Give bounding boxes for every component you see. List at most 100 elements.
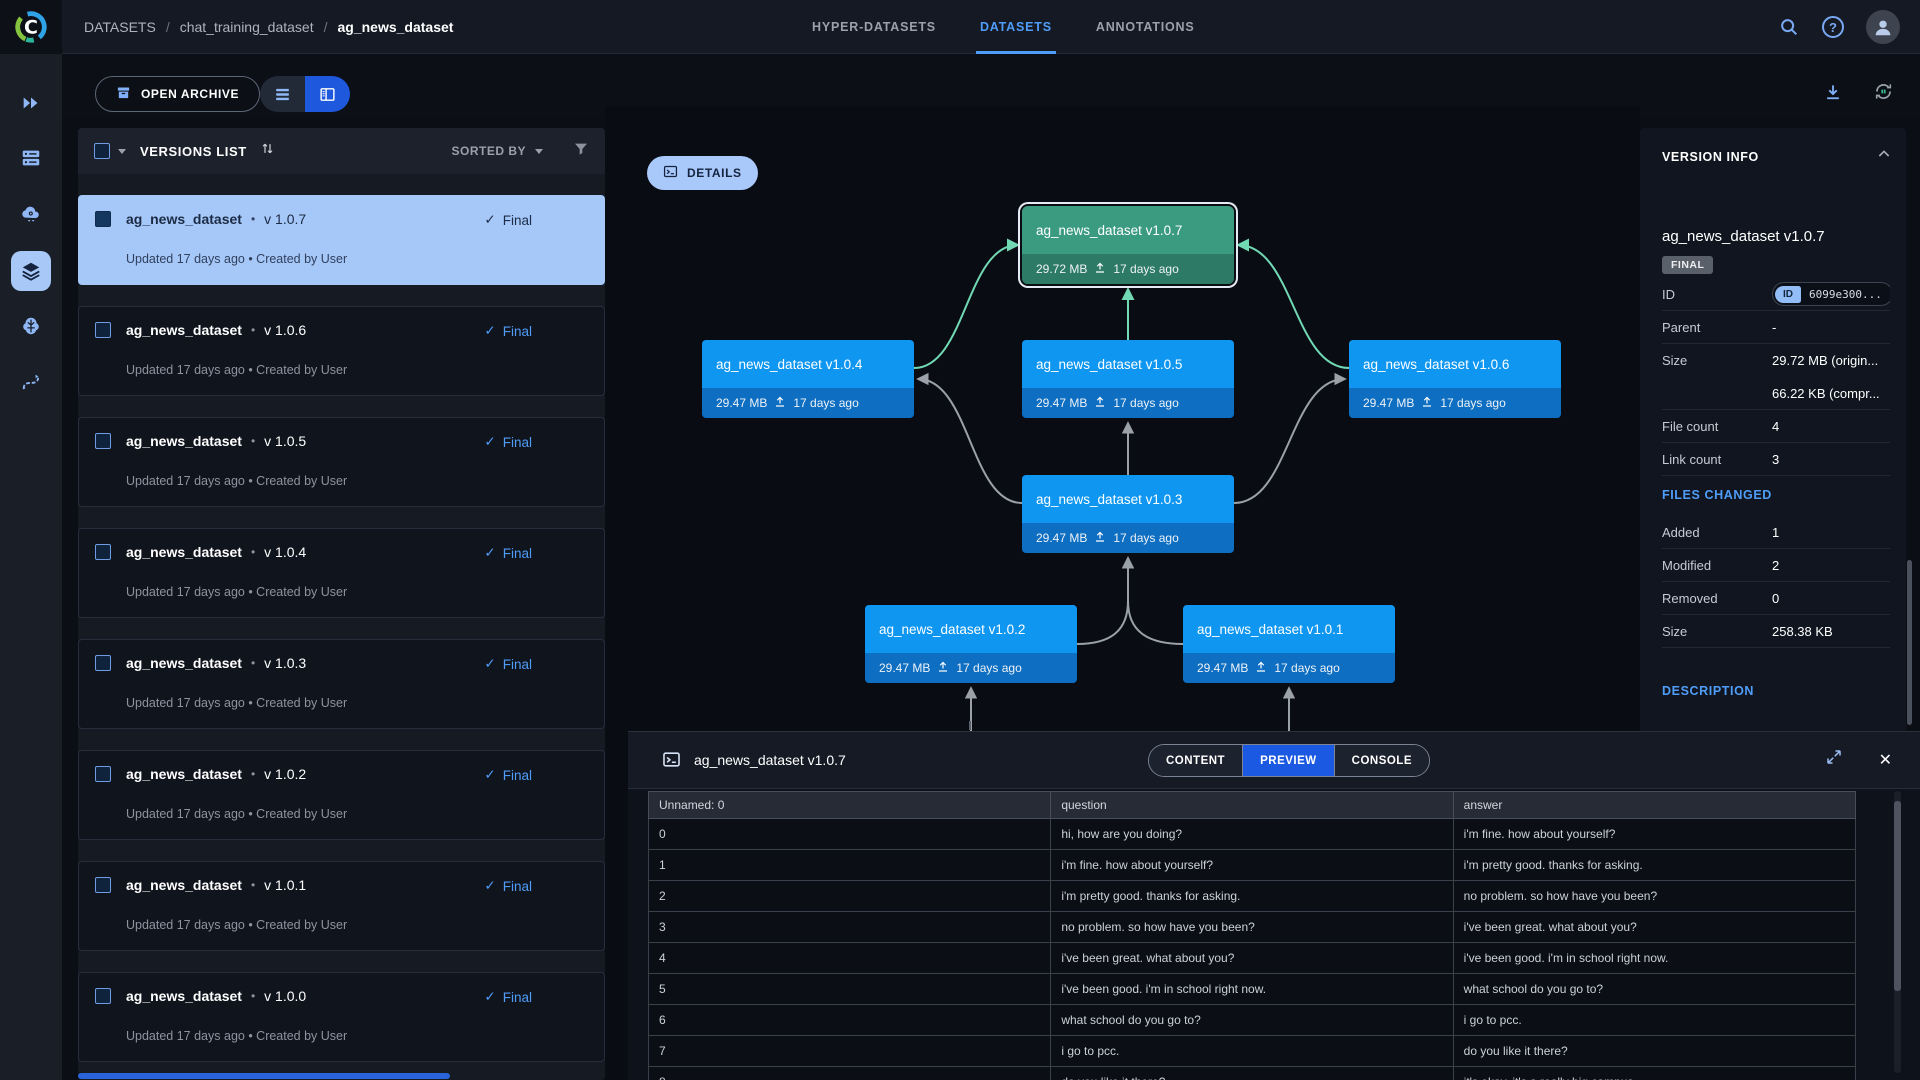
- final-status: ✓Final: [484, 878, 532, 894]
- preview-tab-content[interactable]: CONTENT: [1149, 745, 1243, 776]
- table-scrollbar-thumb[interactable]: [1894, 801, 1901, 991]
- preview-tab-console[interactable]: CONSOLE: [1333, 745, 1430, 776]
- final-label: Final: [502, 434, 532, 450]
- details-button[interactable]: DETAILS: [647, 156, 758, 190]
- models-icon[interactable]: [11, 306, 51, 346]
- node-label: ag_news_dataset v1.0.4: [702, 340, 914, 388]
- id-value: 6099e300...: [1809, 287, 1882, 301]
- getting-started-icon[interactable]: [11, 83, 51, 123]
- applications-icon[interactable]: [11, 194, 51, 234]
- info-label: ID: [1662, 286, 1675, 302]
- help-icon[interactable]: ?: [1822, 16, 1844, 38]
- info-value: -: [1772, 319, 1777, 335]
- final-label: Final: [502, 878, 532, 894]
- auto-refresh-icon[interactable]: [1873, 81, 1894, 107]
- sorted-by-label: SORTED BY: [451, 144, 526, 158]
- final-label: Final: [502, 323, 532, 339]
- table-cell: what school do you go to?: [1050, 1004, 1454, 1036]
- version-number: v 1.0.5: [264, 433, 307, 449]
- version-number: v 1.0.2: [264, 766, 307, 782]
- download-icon[interactable]: [1823, 82, 1843, 107]
- version-meta: Updated 17 days ago • Created by User: [126, 1029, 348, 1043]
- search-icon[interactable]: [1778, 16, 1800, 38]
- breadcrumb-item[interactable]: DATASETS: [84, 19, 156, 35]
- clearml-logo[interactable]: C: [12, 8, 50, 46]
- close-icon[interactable]: ✕: [1878, 751, 1892, 769]
- table-cell: 5: [647, 973, 1052, 1005]
- version-info-scrollbar[interactable]: [1907, 560, 1912, 725]
- version-checkbox[interactable]: [95, 211, 111, 227]
- node-label: ag_news_dataset v1.0.3: [1022, 475, 1234, 523]
- version-checkbox[interactable]: [95, 544, 111, 560]
- table-cell: do you like it there?: [1050, 1066, 1454, 1080]
- panel-resize-handle[interactable]: [969, 721, 971, 730]
- table-cell: 3: [647, 911, 1052, 943]
- table-cell: i'm fine. how about yourself?: [1050, 849, 1454, 881]
- info-value: 29.72 MB (origin...: [1772, 353, 1879, 368]
- versions-panel: VERSIONS LIST SORTED BY ag_news_dataset•…: [78, 128, 605, 1080]
- node-label: ag_news_dataset v1.0.7: [1022, 206, 1234, 254]
- upload-icon: [1094, 262, 1106, 277]
- version-meta: Updated 17 days ago • Created by User: [126, 807, 348, 821]
- table-row: 8do you like it there?it's okay. it's a …: [647, 1066, 1857, 1080]
- node-size: 29.47 MB: [716, 396, 768, 410]
- pipelines-icon[interactable]: [11, 362, 51, 402]
- node-size: 29.47 MB: [1197, 661, 1249, 675]
- node-label: ag_news_dataset v1.0.1: [1183, 605, 1395, 653]
- split-view-button[interactable]: [305, 76, 350, 112]
- open-archive-button[interactable]: OPEN ARCHIVE: [95, 76, 261, 112]
- version-checkbox[interactable]: [95, 433, 111, 449]
- version-meta: Updated 17 days ago • Created by User: [126, 363, 348, 377]
- sorted-by-dropdown[interactable]: SORTED BY: [451, 144, 543, 158]
- versions-horizontal-scrollbar[interactable]: [78, 1073, 450, 1079]
- datasets-icon[interactable]: [11, 251, 51, 291]
- filter-icon[interactable]: [573, 141, 589, 162]
- table-cell: i'm pretty good. thanks for asking.: [1452, 849, 1857, 881]
- tab-hyper-datasets[interactable]: HYPER-DATASETS: [812, 20, 936, 34]
- info-value: 66.22 KB (compr...: [1772, 385, 1880, 401]
- select-all-caret-icon[interactable]: [118, 148, 126, 154]
- table-view-button[interactable]: [260, 76, 305, 112]
- version-checkbox[interactable]: [95, 766, 111, 782]
- sort-order-icon[interactable]: [260, 141, 275, 161]
- workers-queues-icon[interactable]: [11, 138, 51, 178]
- tab-datasets[interactable]: DATASETS: [975, 0, 1056, 54]
- collapse-chevron-icon[interactable]: [1876, 146, 1892, 167]
- expand-icon[interactable]: [1825, 748, 1843, 771]
- user-avatar[interactable]: [1866, 10, 1900, 44]
- tab-annotations[interactable]: ANNOTATIONS: [1095, 20, 1195, 34]
- version-checkbox[interactable]: [95, 322, 111, 338]
- breadcrumb-item[interactable]: chat_training_dataset: [179, 19, 314, 35]
- preview-tab-preview[interactable]: PREVIEW: [1242, 745, 1334, 776]
- breadcrumb-item: ag_news_dataset: [337, 19, 454, 35]
- version-checkbox[interactable]: [95, 877, 111, 893]
- version-checkbox[interactable]: [95, 655, 111, 671]
- version-checkbox[interactable]: [95, 988, 111, 1004]
- select-all-checkbox[interactable]: [94, 143, 110, 159]
- table-scrollbar-track: [1894, 791, 1901, 1073]
- node-age: 17 days ago: [1113, 262, 1179, 276]
- table-cell: hi, how are you doing?: [1050, 818, 1454, 850]
- info-label: Parent: [1662, 319, 1701, 335]
